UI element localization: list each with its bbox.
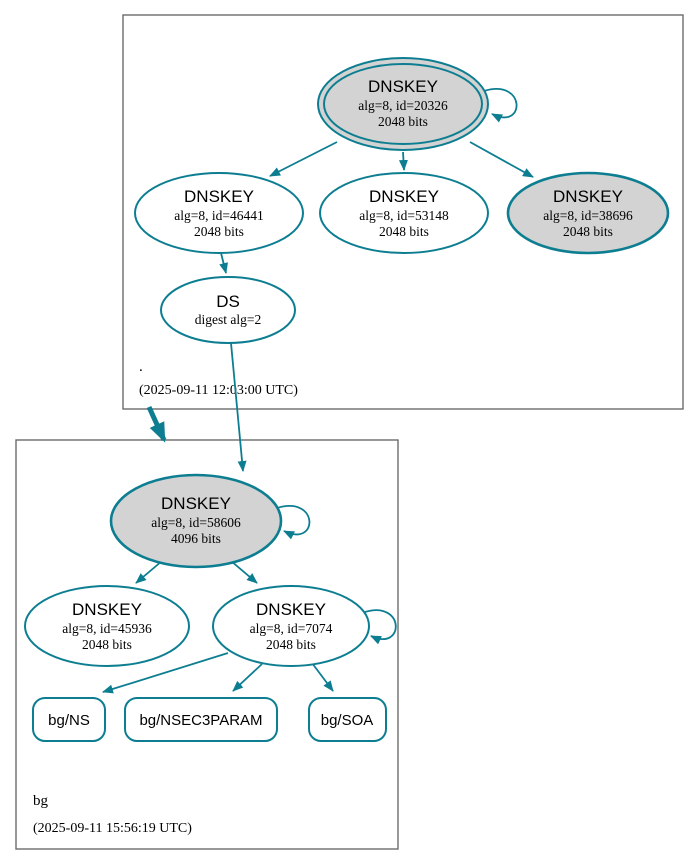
rrset-bg-ns-label: bg/NS bbox=[48, 712, 90, 729]
edge-20326-selfloop bbox=[483, 88, 518, 123]
edge-58606-to-7074 bbox=[230, 560, 258, 584]
dnskey-7074-ellipse bbox=[212, 585, 370, 667]
rrset-bg-soa-label: bg/SOA bbox=[321, 712, 374, 729]
dnskey-53148-ellipse bbox=[319, 172, 489, 254]
cluster-bg-label: bg bbox=[33, 793, 49, 809]
edge-20326-to-38696 bbox=[469, 141, 534, 178]
rrset-bg-soa-rect bbox=[308, 697, 387, 742]
edge-7074-selfloop bbox=[364, 609, 397, 645]
dnskey-20326-title: DNSKEY bbox=[368, 77, 438, 96]
node-dnskey-7074[interactable]: DNSKEY alg=8, id=7074 2048 bits bbox=[212, 585, 370, 667]
dnskey-53148-detail2: 2048 bits bbox=[379, 224, 429, 239]
node-dnskey-45936[interactable]: DNSKEY alg=8, id=45936 2048 bits bbox=[24, 585, 190, 667]
dnskey-58606-ellipse bbox=[109, 473, 283, 569]
dnskey-7074-detail1: alg=8, id=7074 bbox=[250, 621, 333, 636]
dnskey-46441-ellipse bbox=[134, 172, 304, 254]
ds-detail1: digest alg=2 bbox=[195, 312, 261, 327]
node-rrset-bg-soa[interactable]: bg/SOA bbox=[308, 697, 387, 742]
cluster-root-timestamp: (2025-09-11 12:03:00 UTC) bbox=[139, 383, 298, 398]
dnskey-20326-outer-ellipse bbox=[317, 57, 489, 151]
edge-delegation-root-to-bg bbox=[146, 405, 167, 443]
dnskey-46441-title: DNSKEY bbox=[184, 187, 254, 206]
dnskey-20326-detail2: 2048 bits bbox=[378, 114, 428, 129]
dnskey-45936-ellipse bbox=[24, 585, 190, 667]
dnskey-45936-detail1: alg=8, id=45936 bbox=[62, 621, 152, 636]
edge-7074-to-ns bbox=[102, 652, 229, 694]
edge-58606-selfloop bbox=[276, 505, 311, 540]
ds-ellipse bbox=[160, 276, 296, 344]
edge-7074-to-nsec3param bbox=[232, 663, 263, 692]
rrset-bg-nsec3param-label: bg/NSEC3PARAM bbox=[139, 712, 262, 729]
dnskey-53148-title: DNSKEY bbox=[369, 187, 439, 206]
dnskey-38696-ellipse bbox=[506, 171, 670, 255]
edge-7074-to-soa bbox=[311, 662, 334, 692]
cluster-bg-timestamp: (2025-09-11 15:56:19 UTC) bbox=[33, 821, 192, 836]
ds-title: DS bbox=[216, 292, 240, 311]
node-dnskey-53148[interactable]: DNSKEY alg=8, id=53148 2048 bits bbox=[319, 172, 489, 254]
node-rrset-bg-ns[interactable]: bg/NS bbox=[32, 697, 106, 742]
cluster-root-label: . bbox=[139, 359, 143, 375]
dnskey-38696-detail1: alg=8, id=38696 bbox=[543, 208, 633, 223]
edge-20326-to-53148 bbox=[398, 151, 408, 171]
edge-58606-to-45936 bbox=[135, 560, 163, 584]
node-dnskey-58606[interactable]: DNSKEY alg=8, id=58606 4096 bits bbox=[109, 473, 283, 569]
dnskey-46441-detail2: 2048 bits bbox=[194, 224, 244, 239]
dnskey-7074-detail2: 2048 bits bbox=[266, 637, 316, 652]
node-dnskey-20326[interactable]: DNSKEY alg=8, id=20326 2048 bits bbox=[317, 57, 489, 151]
dnskey-7074-title: DNSKEY bbox=[256, 600, 326, 619]
dnskey-45936-detail2: 2048 bits bbox=[82, 637, 132, 652]
node-dnskey-46441[interactable]: DNSKEY alg=8, id=46441 2048 bits bbox=[134, 172, 304, 254]
edge-20326-to-46441 bbox=[269, 141, 338, 177]
rrset-bg-ns-rect bbox=[32, 697, 106, 742]
dnskey-38696-title: DNSKEY bbox=[553, 187, 623, 206]
dnskey-45936-title: DNSKEY bbox=[72, 600, 142, 619]
dnskey-38696-detail2: 2048 bits bbox=[563, 224, 613, 239]
rrset-bg-nsec3param-rect bbox=[124, 697, 278, 742]
edge-46441-to-ds bbox=[219, 252, 228, 274]
dnskey-58606-detail2: 4096 bits bbox=[171, 531, 221, 546]
dnskey-58606-title: DNSKEY bbox=[161, 494, 231, 513]
dnskey-53148-detail1: alg=8, id=53148 bbox=[359, 208, 449, 223]
dnskey-46441-detail1: alg=8, id=46441 bbox=[174, 208, 263, 223]
dnskey-58606-detail1: alg=8, id=58606 bbox=[151, 515, 241, 530]
node-dnskey-38696[interactable]: DNSKEY alg=8, id=38696 2048 bits bbox=[506, 171, 670, 255]
node-ds-root[interactable]: DS digest alg=2 bbox=[160, 276, 296, 344]
dnskey-20326-detail1: alg=8, id=20326 bbox=[358, 98, 448, 113]
edge-ds-to-58606 bbox=[230, 342, 247, 472]
dnskey-20326-inner-ellipse bbox=[323, 63, 483, 145]
node-rrset-bg-nsec3param[interactable]: bg/NSEC3PARAM bbox=[124, 697, 278, 742]
